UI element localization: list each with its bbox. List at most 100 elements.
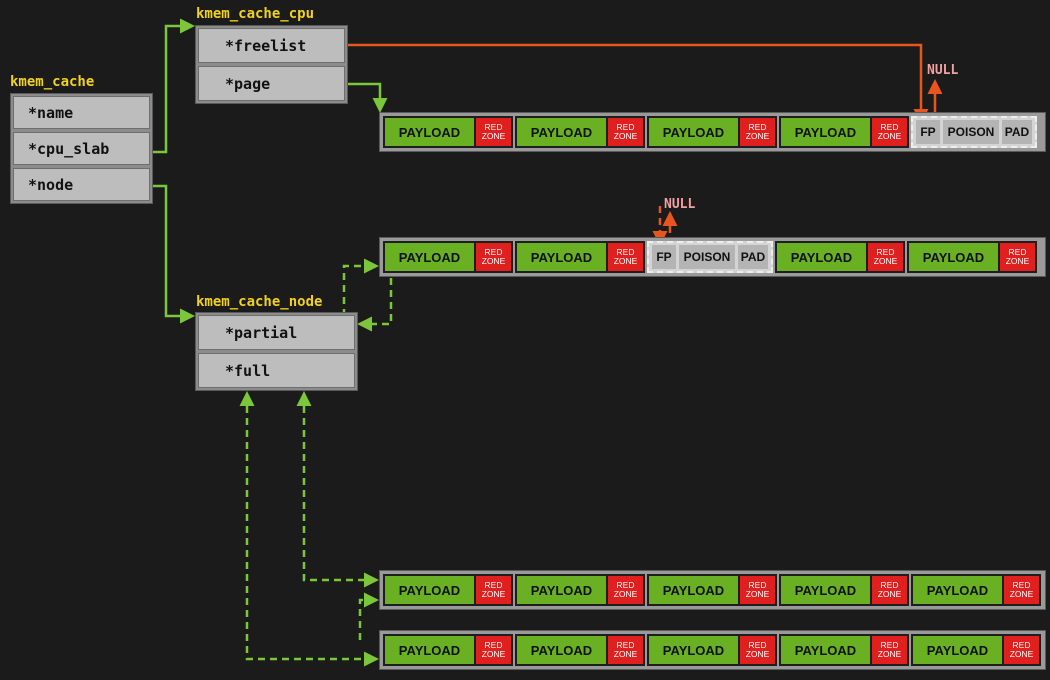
payload-box: PAYLOAD (781, 576, 870, 604)
free-object-pad: PAD (1002, 120, 1032, 144)
redzone-line-2: ZONE (745, 649, 770, 659)
redzone-line-2: ZONE (1009, 589, 1034, 599)
redzone-line-2: ZONE (1009, 649, 1034, 659)
redzone-line-1: RED (1012, 640, 1031, 650)
kmem-cache-field-node: *node (13, 168, 150, 201)
redzone-line-2: ZONE (613, 589, 638, 599)
payload-box: PAYLOAD (385, 636, 474, 664)
link-freelist (347, 43, 929, 124)
payload-box: PAYLOAD (649, 636, 738, 664)
redzone-line-1: RED (880, 640, 899, 650)
link-full-between (358, 592, 379, 640)
payload-box: PAYLOAD (913, 636, 1002, 664)
kmem-cache-node-field-partial: *partial (198, 315, 355, 350)
redzone-line-1: RED (484, 247, 503, 257)
redzone-line-1: RED (616, 640, 635, 650)
kmem-cache-cpu-struct: *freelist *page (195, 25, 348, 104)
redzone-line-1: RED (748, 122, 767, 132)
redzone-line-2: ZONE (481, 649, 506, 659)
redzone-line-2: ZONE (481, 589, 506, 599)
redzone-line-2: ZONE (613, 256, 638, 266)
link-partial-next (342, 258, 379, 316)
payload-box: PAYLOAD (385, 118, 474, 146)
free-object-fp: FP (652, 245, 676, 269)
redzone-line-1: RED (616, 247, 635, 257)
redzone-line-2: ZONE (877, 649, 902, 659)
null-label-partial-slab: NULL (664, 197, 696, 212)
redzone-line-2: ZONE (873, 256, 898, 266)
redzone-line-1: RED (1012, 580, 1031, 590)
kmem-cache-field-name: *name (13, 96, 150, 129)
payload-box: PAYLOAD (517, 636, 606, 664)
redzone-line-1: RED (1008, 247, 1027, 257)
payload-box: PAYLOAD (649, 576, 738, 604)
redzone-line-1: RED (616, 580, 635, 590)
redzone-line-2: ZONE (1005, 256, 1030, 266)
null-label-cpu-slab: NULL (927, 63, 959, 78)
redzone-line-2: ZONE (745, 131, 770, 141)
redzone-line-1: RED (880, 122, 899, 132)
payload-box: PAYLOAD (517, 576, 606, 604)
redzone-line-1: RED (880, 580, 899, 590)
redzone-line-1: RED (484, 640, 503, 650)
payload-box: PAYLOAD (517, 118, 606, 146)
free-object-fp: FP (916, 120, 940, 144)
kmem-cache-field-cpu-slab: *cpu_slab (13, 132, 150, 165)
kmem-cache-node-struct: *partial *full (195, 312, 358, 391)
redzone-line-2: ZONE (613, 131, 638, 141)
payload-box: PAYLOAD (909, 243, 998, 271)
kmem-cache-struct: *name *cpu_slab *node (10, 93, 153, 204)
payload-box: PAYLOAD (913, 576, 1002, 604)
link-page (347, 82, 388, 113)
payload-box: PAYLOAD (385, 576, 474, 604)
redzone-line-1: RED (616, 122, 635, 132)
redzone-line-1: RED (484, 122, 503, 132)
link-node (152, 184, 195, 324)
payload-box: PAYLOAD (385, 243, 474, 271)
free-object-pad: PAD (738, 245, 768, 269)
kmem-cache-cpu-title: kmem_cache_cpu (196, 6, 315, 22)
free-object-poison: POISON (679, 245, 735, 269)
redzone-line-1: RED (876, 247, 895, 257)
link-partial-prev (357, 278, 393, 332)
redzone-line-1: RED (748, 580, 767, 590)
payload-box: PAYLOAD (517, 243, 606, 271)
link-full-prev (239, 391, 379, 667)
kmem-cache-cpu-field-freelist: *freelist (198, 28, 345, 63)
link-full-next (296, 391, 379, 588)
redzone-line-2: ZONE (481, 256, 506, 266)
